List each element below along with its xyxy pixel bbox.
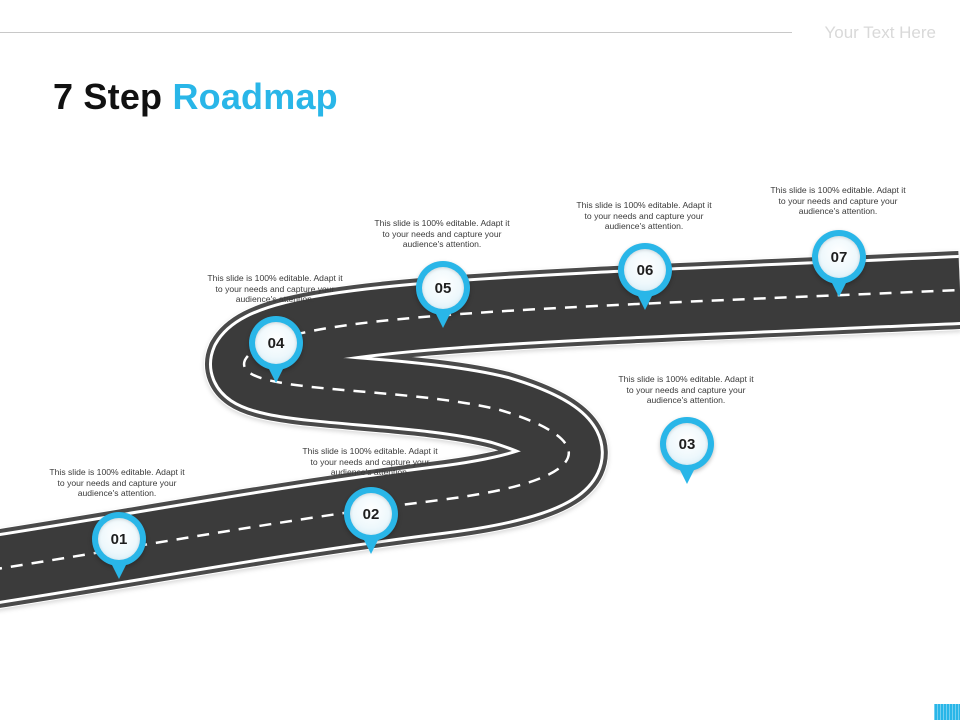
- slide-badge-icon: [934, 704, 960, 720]
- step-marker-02[interactable]: 02: [344, 487, 398, 557]
- step-description-05: This slide is 100% editable. Adapt it to…: [374, 218, 510, 249]
- pin-tip: [828, 275, 850, 297]
- step-number: 01: [98, 518, 140, 560]
- page-title: 7 Step Roadmap: [53, 76, 338, 118]
- title-main: 7 Step: [53, 76, 173, 117]
- step-description-03: This slide is 100% editable. Adapt it to…: [618, 374, 754, 405]
- header-divider: [0, 32, 792, 33]
- pin-tip: [432, 306, 454, 328]
- step-description-02: This slide is 100% editable. Adapt it to…: [302, 446, 438, 477]
- step-marker-01[interactable]: 01: [92, 512, 146, 582]
- step-description-04: This slide is 100% editable. Adapt it to…: [207, 273, 343, 304]
- step-number: 04: [255, 322, 297, 364]
- step-marker-07[interactable]: 07: [812, 230, 866, 300]
- step-marker-05[interactable]: 05: [416, 261, 470, 331]
- step-description-07: This slide is 100% editable. Adapt it to…: [770, 185, 906, 216]
- step-marker-04[interactable]: 04: [249, 316, 303, 386]
- pin-tip: [108, 557, 130, 579]
- pin-tip: [265, 361, 287, 383]
- pin-tip: [360, 532, 382, 554]
- road-center-dashes: [0, 288, 960, 570]
- step-description-01: This slide is 100% editable. Adapt it to…: [49, 467, 185, 498]
- step-number: 06: [624, 249, 666, 291]
- step-number: 03: [666, 423, 708, 465]
- step-marker-03[interactable]: 03: [660, 417, 714, 487]
- step-number: 02: [350, 493, 392, 535]
- step-number: 07: [818, 236, 860, 278]
- step-number: 05: [422, 267, 464, 309]
- title-accent: Roadmap: [172, 76, 338, 117]
- header-placeholder-text: Your Text Here: [824, 23, 936, 42]
- step-description-06: This slide is 100% editable. Adapt it to…: [576, 200, 712, 231]
- step-marker-06[interactable]: 06: [618, 243, 672, 313]
- pin-tip: [634, 288, 656, 310]
- pin-tip: [676, 462, 698, 484]
